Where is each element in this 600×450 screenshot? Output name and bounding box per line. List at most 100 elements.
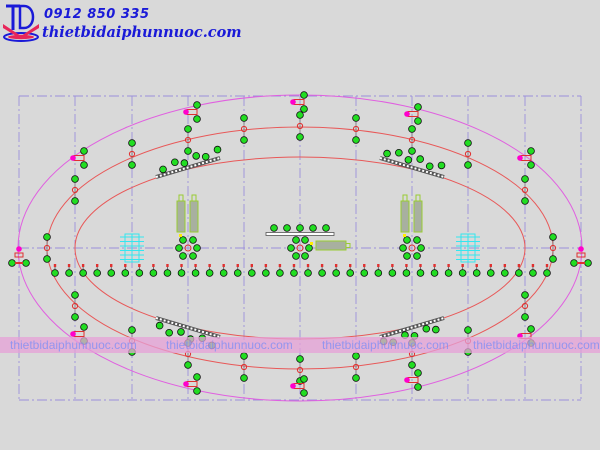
light-icon — [404, 111, 410, 117]
filter-units — [120, 233, 480, 263]
nozzle-icon — [432, 325, 440, 334]
watermark-text: thietbidaiphunnuoc.com — [10, 338, 137, 352]
nozzle-icon — [149, 269, 158, 277]
nozzle-icon — [458, 269, 467, 277]
website-text: thietbidaiphunnuoc.com — [42, 24, 242, 41]
row-nozzle — [135, 264, 144, 277]
nozzle-row — [51, 264, 551, 277]
center-nozzle-bar — [265, 224, 335, 236]
side-light-fixture — [8, 246, 30, 267]
indicator — [310, 242, 313, 245]
nozzle-icon — [346, 269, 355, 277]
nozzle-icon — [287, 244, 295, 252]
valve-icon — [517, 264, 521, 267]
nozzle-icon — [128, 161, 136, 169]
row-nozzle — [430, 264, 439, 277]
nozzle-pair — [464, 139, 472, 169]
valve-icon — [296, 244, 304, 252]
valve-icon — [71, 186, 79, 194]
pump-cap — [402, 194, 408, 202]
pump-units — [175, 194, 425, 260]
nozzle-icon — [193, 373, 201, 381]
light-icon — [183, 109, 189, 115]
nozzle-icon — [486, 269, 495, 277]
nozzle-icon — [71, 313, 79, 321]
nozzle-icon — [300, 105, 308, 113]
indicator — [179, 234, 182, 237]
contact-phone: 0912 850 335 — [44, 7, 150, 22]
nozzle-icon — [191, 269, 200, 277]
nozzle-icon — [332, 269, 340, 277]
light-fixture — [183, 373, 201, 395]
bar-pipe-inner — [155, 157, 221, 178]
pump-cap — [191, 194, 197, 202]
nozzle-pair — [240, 352, 248, 382]
nozzle-icon — [305, 244, 313, 252]
valve-icon — [408, 244, 416, 252]
nozzle-icon — [292, 236, 300, 244]
pump-cap — [415, 194, 421, 202]
nozzle-icon — [300, 91, 308, 99]
nozzle-icon — [296, 133, 304, 141]
row-nozzle — [262, 264, 270, 277]
nozzle-icon — [155, 321, 164, 330]
nozzle-icon — [515, 269, 523, 277]
nozzle-icon — [177, 269, 186, 277]
valve-icon — [81, 264, 85, 267]
light-fixture — [70, 147, 88, 169]
nozzle-icon — [184, 125, 192, 133]
valve-icon — [208, 264, 211, 267]
nozzle-icon — [549, 255, 557, 263]
nozzle-pair — [71, 291, 79, 321]
valve-icon — [349, 264, 352, 267]
nozzle-icon — [193, 101, 201, 109]
bar-pipe-inner — [379, 157, 445, 178]
nozzle-icon — [527, 325, 535, 333]
watermark-band: thietbidaiphunnuoc.com thietbidaiphunnuo… — [0, 337, 600, 353]
light-fixture — [183, 101, 201, 123]
light-icon — [517, 155, 523, 161]
nozzle-pair — [521, 175, 529, 205]
nozzle-icon — [213, 145, 222, 154]
row-nozzle — [515, 264, 523, 277]
pump-group — [175, 194, 201, 260]
nozzle-icon — [414, 117, 422, 125]
valve-icon — [352, 363, 360, 371]
valve-icon — [53, 264, 57, 267]
nozzle-icon — [408, 361, 416, 369]
nozzle-icon — [414, 369, 422, 377]
valve-icon — [184, 244, 192, 252]
row-nozzle — [191, 264, 200, 277]
light-fixture — [290, 91, 308, 113]
nozzle-icon — [322, 224, 330, 232]
nozzle-icon — [240, 114, 248, 122]
light-icon — [404, 377, 410, 383]
row-nozzle — [276, 264, 284, 277]
nozzle-icon — [352, 114, 360, 122]
pump-icon — [315, 240, 347, 251]
nozzle-icon — [300, 375, 308, 383]
nozzle-pair — [240, 114, 248, 144]
row-nozzle — [149, 264, 158, 277]
nozzle-icon — [301, 236, 309, 244]
valve-icon — [194, 264, 197, 267]
row-nozzle — [65, 264, 73, 277]
pump-icon — [189, 200, 199, 233]
nozzle-icon — [430, 269, 439, 277]
nozzle-icon — [414, 383, 422, 391]
valve-icon — [334, 264, 338, 267]
valve-icon — [377, 264, 380, 267]
nozzle-icon — [399, 244, 407, 252]
nozzle-icon — [93, 269, 101, 277]
nozzle-icon — [521, 291, 529, 299]
nozzle-icon — [408, 147, 416, 155]
pump-icon — [176, 200, 186, 233]
nozzle-pair — [128, 139, 136, 169]
row-nozzle — [205, 264, 214, 277]
light-icon — [578, 246, 584, 252]
nozzle-icon — [402, 269, 411, 277]
nozzle-icon — [416, 155, 424, 163]
filter-icon — [456, 233, 480, 263]
nozzle-pair — [71, 175, 79, 205]
nozzle-icon — [65, 269, 73, 277]
